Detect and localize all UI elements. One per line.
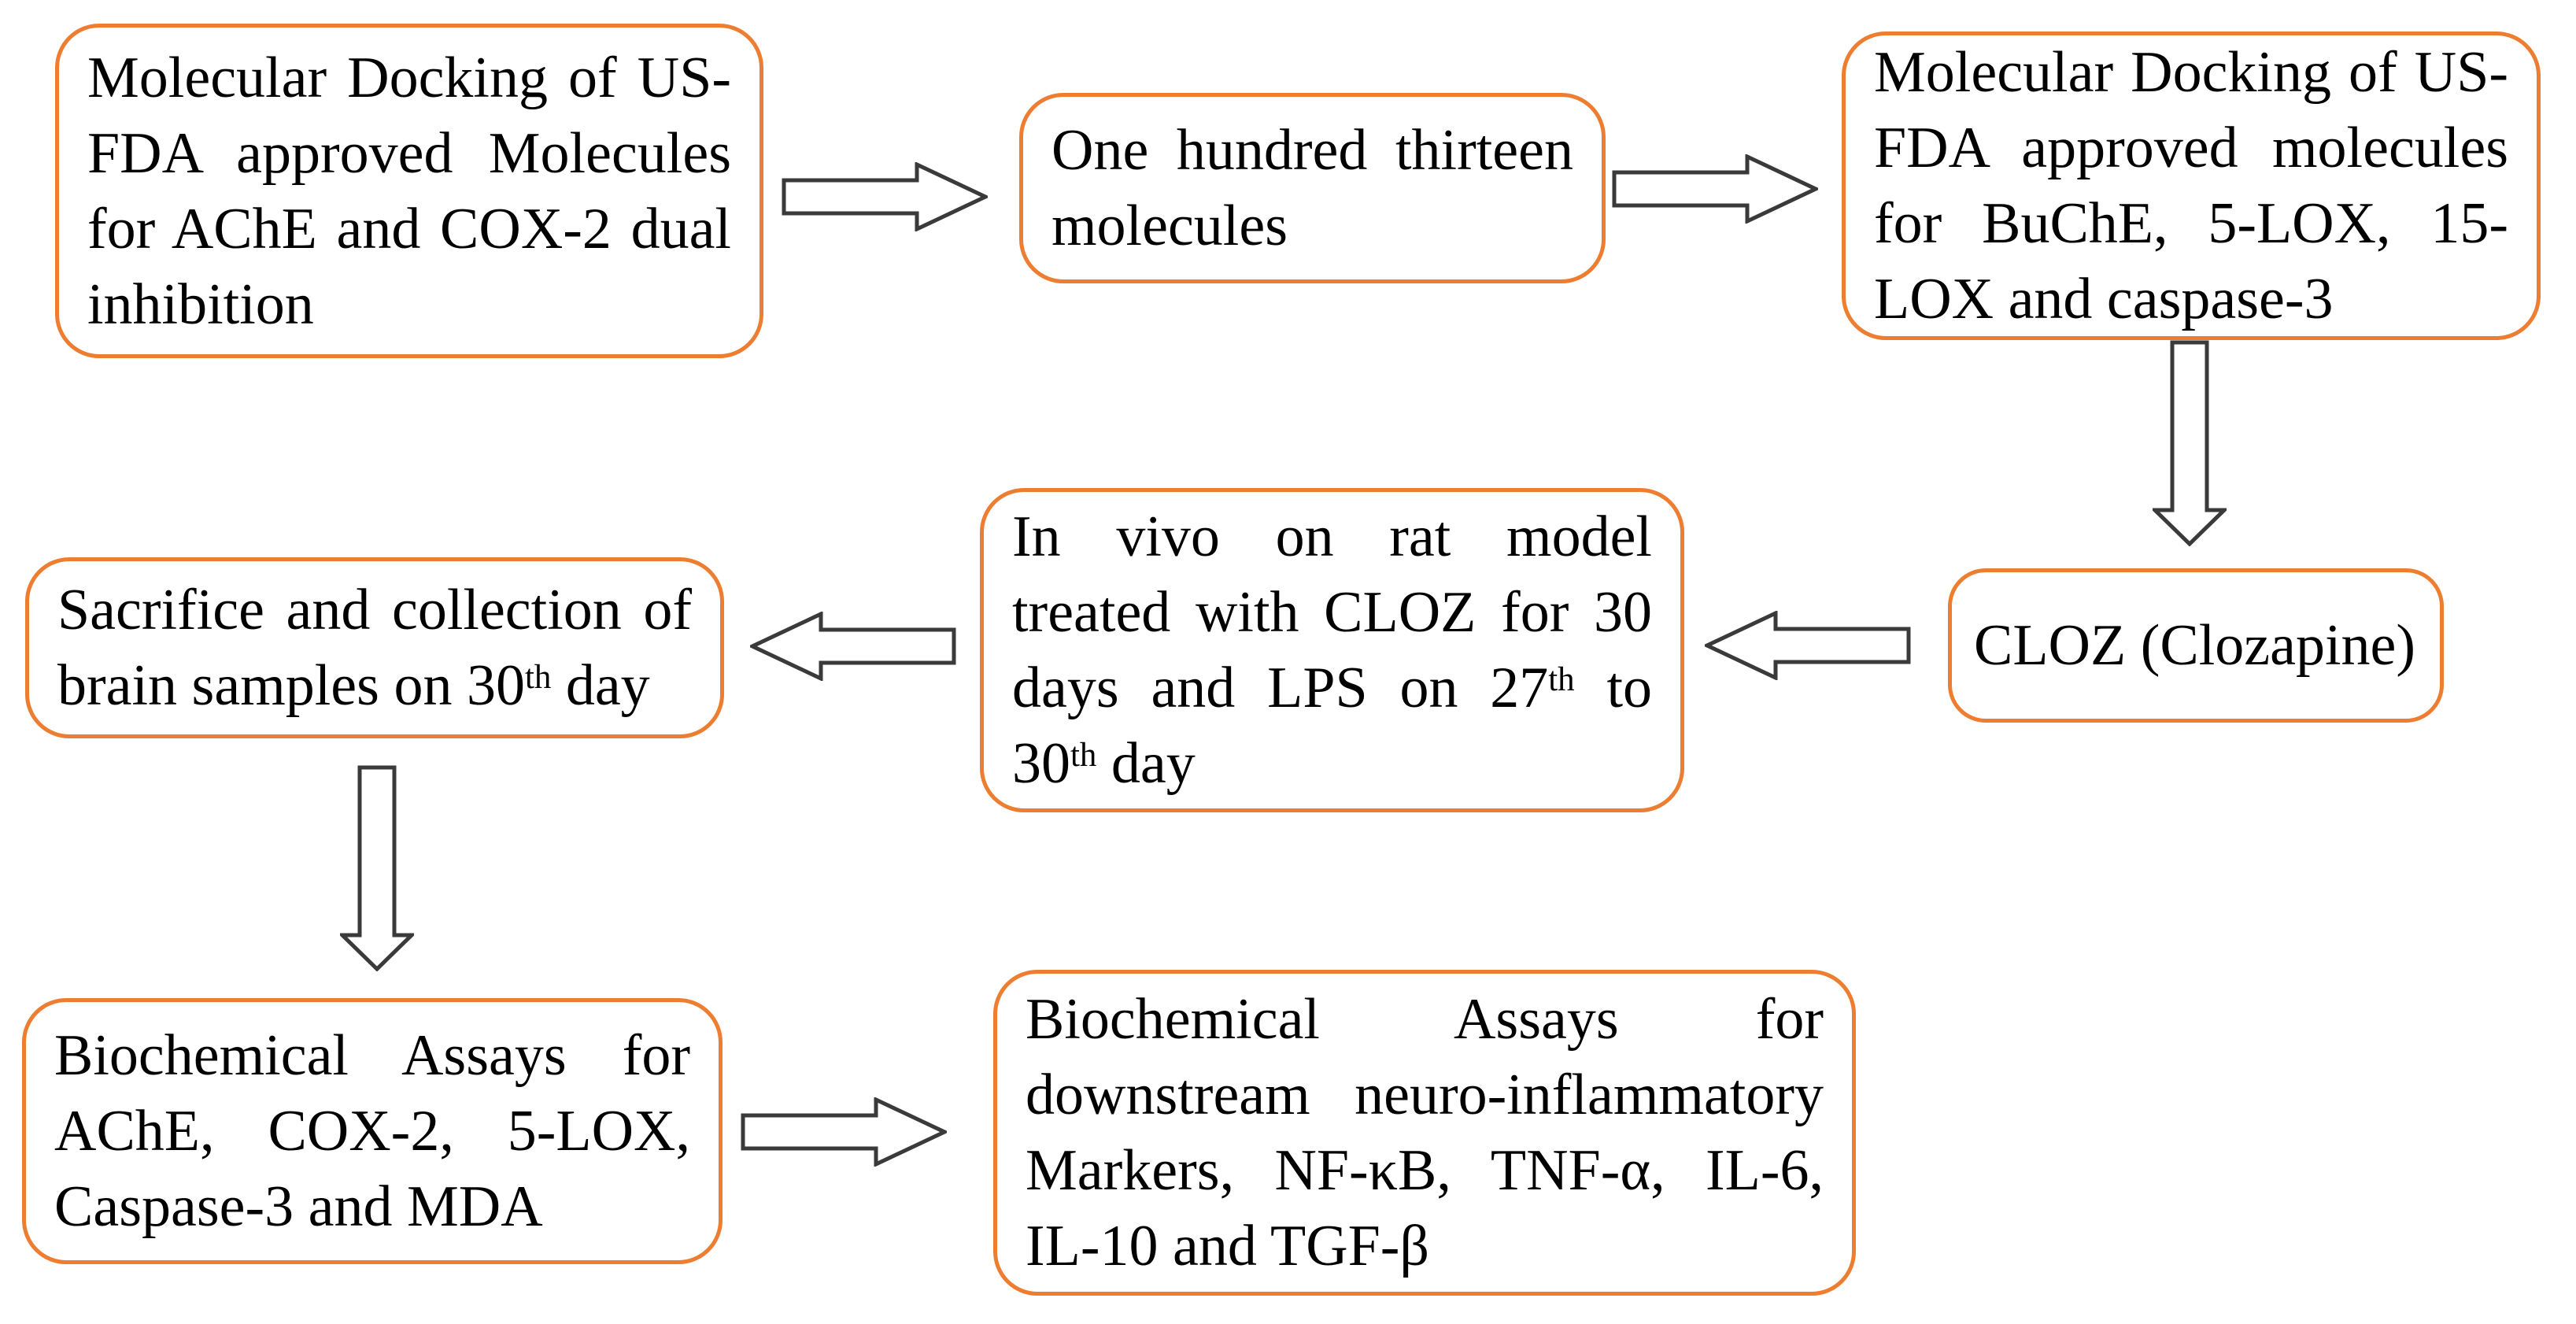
text-line: LOX and caspase-3 xyxy=(1874,267,2334,331)
node-sacrifice-brain-samples: Sacrifice and collection of brain samples… xyxy=(25,557,724,738)
text-line: brain samples on 30th day xyxy=(57,653,650,718)
down-arrow-icon-sacrifice-to-assays xyxy=(340,765,414,971)
text-line: downstream neuro-inflammatory xyxy=(1026,1063,1824,1127)
right-arrow-icon-docking-to-molecules xyxy=(782,162,988,231)
text-line: Molecular Docking of US- xyxy=(1874,40,2508,105)
left-arrow-icon-cloz-to-invivo xyxy=(1705,611,1911,680)
text-line: CLOZ (Clozapine) xyxy=(1974,613,2415,678)
text-line: days and LPS on 27th to xyxy=(1012,656,1652,720)
text-line: Molecular Docking of US- xyxy=(87,45,731,110)
node-assays-downstream-markers: Biochemical Assays for downstream neuro-i… xyxy=(993,970,1856,1296)
node-docking-buche-5lox-15lox-caspase3: Molecular Docking of US- FDA approved mol… xyxy=(1842,31,2541,340)
text-line: IL-10 and TGF-β xyxy=(1026,1214,1430,1278)
text-line: inhibition xyxy=(87,272,314,337)
text-line: Sacrifice and collection of xyxy=(57,578,692,642)
text-line: FDA approved Molecules xyxy=(87,120,731,186)
left-arrow-icon-invivo-to-sacrifice xyxy=(750,612,956,681)
text-line: molecules xyxy=(1051,194,1288,258)
node-invivo-rat-model: In vivo on rat model treated with CLOZ fo… xyxy=(980,488,1684,812)
text-line: treated with CLOZ for 30 xyxy=(1012,580,1652,645)
text-line: for AChE and COX-2 dual xyxy=(87,196,731,261)
node-docking-ache-cox2: Molecular Docking of US- FDA approved Mol… xyxy=(55,24,763,358)
text-line: Caspase-3 and MDA xyxy=(54,1174,543,1239)
text-line: 30th day xyxy=(1012,731,1196,796)
text-line: AChE, COX-2, 5-LOX, xyxy=(54,1099,690,1163)
text-line: Biochemical Assays for xyxy=(1026,987,1824,1052)
text-line: for BuChE, 5-LOX, 15- xyxy=(1874,191,2508,256)
text-line: FDA approved molecules xyxy=(1874,116,2508,180)
right-arrow-icon-molecules-to-docking2 xyxy=(1612,154,1818,224)
node-one-hundred-thirteen-molecules: One hundred thirteen molecules xyxy=(1019,93,1606,283)
down-arrow-icon-docking2-to-cloz xyxy=(2153,340,2227,546)
right-arrow-icon-assays-to-markers xyxy=(741,1097,947,1167)
text-line: Markers, NF-κB, TNF-α, IL-6, xyxy=(1026,1138,1824,1203)
node-cloz-clozapine: CLOZ (Clozapine) xyxy=(1948,568,2444,723)
text-line: In vivo on rat model xyxy=(1012,505,1652,569)
text-line: Biochemical Assays for xyxy=(54,1023,690,1088)
text-line: One hundred thirteen xyxy=(1051,118,1573,183)
